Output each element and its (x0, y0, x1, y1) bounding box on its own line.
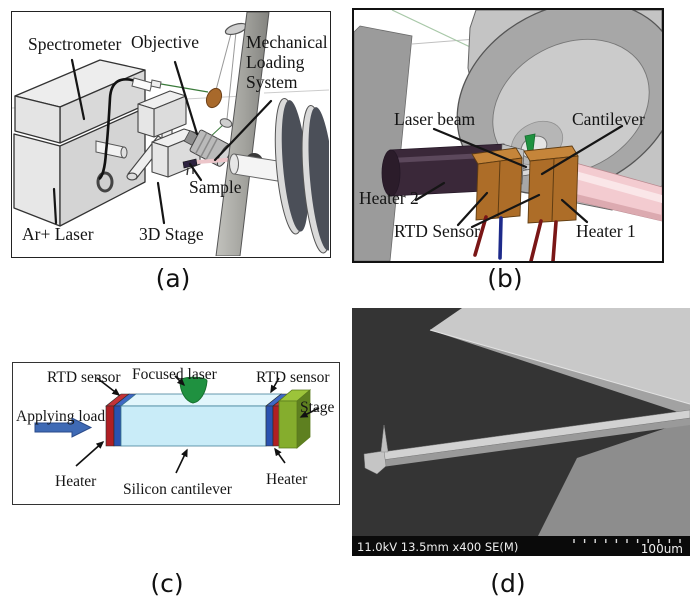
setup-3d-drawing (12, 12, 329, 256)
focused-laser-spot (179, 376, 208, 404)
applying-load-arrow (34, 417, 93, 438)
panel-b-sample-region-render: Laser beam Cantilever Heater 2 RTD Senso… (352, 8, 664, 263)
sem-scale-label: 100um (641, 542, 683, 556)
label-focused-laser: Focused laser (132, 366, 217, 383)
label-mechanical-loading-system: Mechanical Loading System (246, 32, 328, 93)
caption-a: (a) (155, 264, 191, 293)
heater-strip-left (105, 405, 115, 447)
rtd-strip-right (265, 405, 274, 447)
heater-1-copper-blocks (523, 145, 579, 224)
label-heater-1: Heater 1 (576, 221, 636, 241)
sem-settings-text: 11.0kV 13.5mm x400 SE(M) (357, 540, 518, 554)
leader-lines-b (414, 124, 624, 229)
sem-sheet-edge-highlight (429, 329, 690, 405)
panel-a-setup-schematic: Spectrometer Objective Mechanical Loadin… (11, 11, 331, 258)
copper-mirror (205, 87, 223, 109)
rtd-copper-blocks-left (471, 147, 523, 221)
label-laser-beam: Laser beam (394, 109, 476, 129)
caption-c: (c) (150, 569, 184, 598)
wall-panel (354, 25, 413, 261)
knob-wheel (96, 171, 114, 193)
stage-3d-assembly (126, 90, 201, 181)
fiber-connector (131, 77, 162, 92)
sensor-wires (473, 215, 558, 261)
label-silicon-cantilever: Silicon cantilever (123, 481, 232, 498)
sem-scale-ticks (573, 539, 681, 543)
label-sample: Sample (189, 177, 242, 197)
sem-probe-tip (380, 424, 389, 453)
pink-rod (571, 161, 662, 222)
label-rtd-sensor: RTD Sensor (394, 221, 480, 241)
sem-sheet-edge (430, 330, 690, 416)
label-applying-load: Applying load (16, 408, 106, 425)
label-objective: Objective (131, 32, 200, 52)
leader-lines-a (52, 58, 273, 225)
loading-column (215, 12, 270, 256)
label-rtd-sensor-left: RTD sensor (47, 369, 121, 386)
sem-lower-substrate (538, 420, 690, 536)
wire-red (529, 219, 543, 261)
leader-arrows-c (75, 375, 320, 474)
ar-laser-box (13, 107, 146, 227)
caption-d: (d) (490, 569, 526, 598)
table-edge-line (263, 89, 329, 94)
sem-substrate-sheet (430, 308, 690, 404)
label-3d-stage: 3D Stage (139, 224, 204, 244)
heater-strip-right (272, 405, 280, 447)
wire-blue (498, 216, 503, 260)
optical-fiber-cable (98, 78, 139, 181)
wire-red (473, 215, 488, 257)
label-heater-left: Heater (55, 473, 97, 490)
label-heater-2: Heater 2 (359, 188, 419, 208)
panel-c-cantilever-schematic: RTD sensor Focused laser RTD sensor Appl… (12, 362, 340, 505)
sample-region-3d-drawing (354, 10, 662, 261)
label-ar-laser: Ar+ Laser (22, 224, 94, 244)
label-rtd-sensor-right: RTD sensor (256, 369, 330, 386)
label-cantilever: Cantilever (572, 109, 645, 129)
rtd-strip-left (113, 405, 122, 447)
cantilever-schematic-drawing (34, 375, 320, 474)
stage-block (277, 389, 312, 449)
sem-cantilever-beam (363, 409, 690, 475)
cantilever-front-face (120, 405, 267, 447)
caption-b: (b) (487, 264, 523, 293)
steering-mirror-small (219, 118, 233, 128)
label-spectrometer: Spectrometer (28, 34, 122, 54)
panel-d-sem-image: 11.0kV 13.5mm x400 SE(M) 100um (352, 308, 690, 556)
background-line (411, 38, 477, 45)
loading-disks (274, 98, 329, 254)
label-stage: Stage (300, 399, 335, 416)
sem-micrograph: 11.0kV 13.5mm x400 SE(M) 100um (352, 308, 690, 556)
wire-red (551, 220, 558, 261)
label-heater-right: Heater (266, 471, 308, 488)
laser-output-tube (95, 140, 128, 159)
